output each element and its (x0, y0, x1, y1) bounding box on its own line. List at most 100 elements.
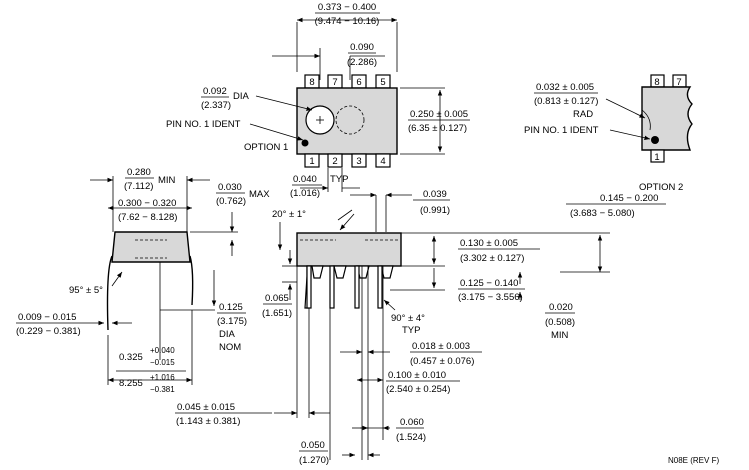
pitch-mm: (2.540 ± 0.254) (386, 384, 450, 395)
shoulder-width-mm: (1.524) (396, 432, 426, 443)
lead-length-in: 0.125 − 0.140 (460, 278, 518, 289)
side-angle: 95° ± 5° (69, 285, 103, 296)
pin-label-1: 1 (309, 156, 314, 167)
opt2-pin1-ident: PIN NO. 1 IDENT (524, 125, 599, 136)
pin1-dot (301, 139, 309, 147)
lead-thk-in: 0.009 − 0.015 (18, 312, 76, 323)
pitch-in: 0.100 ± 0.010 (388, 370, 446, 381)
pin-label-5: 5 (380, 77, 385, 88)
min-label: MIN (551, 330, 569, 341)
lead-dia-in: 0.125 (219, 302, 243, 313)
rad-mm: (0.813 ± 0.127) (534, 96, 598, 107)
side-min-label: MIN (158, 175, 176, 186)
lead-dia-mm: (3.175) (217, 316, 247, 327)
top-height-in: 0.250 ± 0.005 (410, 109, 468, 120)
option1-label: OPTION 1 (244, 142, 288, 153)
front-lead-3 (354, 265, 360, 309)
shoulder-width-in: 0.060 (400, 417, 424, 428)
top-width-in: 0.373 − 0.400 (318, 2, 376, 13)
side-spacing-mm: (7.62 − 8.128) (118, 212, 177, 223)
standoff-mm: (1.651) (262, 308, 292, 319)
opt2-pin1-dot (651, 136, 659, 144)
rad-in: 0.032 ± 0.005 (536, 82, 594, 93)
opt2-pin-label-8: 8 (654, 77, 659, 88)
pin-label-4: 4 (380, 156, 385, 167)
end-mm: (1.143 ± 0.381) (176, 416, 240, 427)
angle-typ-label: TYP (402, 325, 420, 336)
spread-in-plus: +0.040 (150, 346, 175, 355)
top-pin-4 (375, 153, 391, 168)
front-view: 20° ± 1° 0.039 (0.991) 0.145 (175, 189, 666, 466)
spread-mm: 8.255 (119, 378, 143, 389)
top-view: 0.373 − 0.400 (9.474 − 10.16) 0.090 (2.2… (166, 2, 470, 199)
pin1-ident-label: PIN NO. 1 IDENT (166, 119, 241, 130)
dia-in: 0.092 (203, 86, 227, 97)
opt2-pin-1 (650, 149, 665, 163)
spread-mm-minus: −0.381 (150, 385, 175, 394)
side-lead-left (106, 255, 113, 331)
option2-label: OPTION 2 (639, 182, 683, 193)
half-pitch-mm: (1.270) (299, 455, 329, 466)
standoff-in: 0.065 (265, 293, 289, 304)
pin-width-mm: (1.016) (290, 188, 320, 199)
top-height-mm: (6.35 ± 0.127) (408, 123, 467, 134)
side-spacing-in: 0.300 − 0.320 (118, 198, 176, 209)
front-lead-4 (377, 265, 383, 309)
top-width-mm: (9.474 − 10.16) (315, 16, 380, 27)
side-max-in: 0.030 (218, 182, 242, 193)
opt2-pin-label-7: 7 (676, 77, 681, 88)
pin-label-8: 8 (309, 77, 314, 88)
lead-nom-label: NOM (219, 342, 241, 353)
front-lead-1 (306, 265, 312, 309)
total-height-mm: (3.683 − 5.080) (570, 208, 635, 219)
shoulder-in: 0.039 (423, 189, 447, 200)
option2-view: 8 7 1 0.032 ± 0.005 (0.813 ± 0.127) RAD … (524, 74, 693, 193)
front-lead-2 (329, 265, 335, 309)
lead-length-mm: (3.175 − 3.556) (458, 292, 523, 303)
pin-label-2: 2 (332, 156, 337, 167)
side-view: 0.280 (7.112) MIN 0.300 − 0.320 (7.62 − … (16, 167, 270, 394)
side-min-in: 0.280 (127, 167, 151, 178)
body-height-in: 0.130 ± 0.005 (460, 238, 518, 249)
lead-width-in: 0.018 ± 0.003 (412, 341, 470, 352)
spread-mm-plus: +1.016 (150, 373, 175, 382)
opt2-pin-label-1: 1 (654, 152, 659, 163)
top-pin-1 (304, 153, 320, 168)
spread-in-minus: −0.015 (150, 358, 175, 367)
side-package-body (111, 231, 191, 263)
pin-label-6: 6 (356, 77, 361, 88)
lead-thk-mm: (0.229 − 0.381) (16, 326, 81, 337)
dia-label: DIA (233, 91, 250, 102)
side-max-mm: (0.762) (216, 196, 246, 207)
half-pitch-in: 0.050 (301, 440, 325, 451)
side-min-mm: (7.112) (124, 181, 153, 192)
side-lead-right (189, 255, 194, 306)
pin-label-3: 3 (356, 156, 361, 167)
angle-typ: 90° ± 4° (391, 313, 425, 324)
top-offset-mm: (2.286) (347, 57, 377, 68)
dia-mm: (2.337) (201, 100, 231, 111)
drawing-code: N08E (REV F) (668, 456, 719, 465)
top-offset-in: 0.090 (350, 42, 374, 53)
pin-width-typ: TYP (330, 174, 348, 185)
top-pin-3 (351, 153, 367, 168)
lead-width-mm: (0.457 ± 0.076) (410, 356, 474, 367)
ejector-circle-dashed (335, 105, 365, 135)
shoulder-mm: (0.991) (420, 205, 450, 216)
top-pin-2 (327, 153, 343, 168)
side-max-label: MAX (249, 189, 270, 200)
rad-label: RAD (573, 109, 593, 120)
front-package-body (296, 232, 402, 267)
chamfer-angle: 20° ± 1° (272, 209, 306, 220)
pin-width-in: 0.040 (293, 174, 317, 185)
min-in: 0.020 (549, 302, 573, 313)
pin-label-7: 7 (332, 77, 337, 88)
lead-dia-label: DIA (219, 329, 236, 340)
body-height-mm: (3.302 ± 0.127) (460, 253, 524, 264)
end-in: 0.045 ± 0.015 (177, 402, 235, 413)
total-height-in: 0.145 − 0.200 (600, 193, 658, 204)
spread-in: 0.325 (119, 352, 143, 363)
min-mm: (0.508) (545, 317, 575, 328)
